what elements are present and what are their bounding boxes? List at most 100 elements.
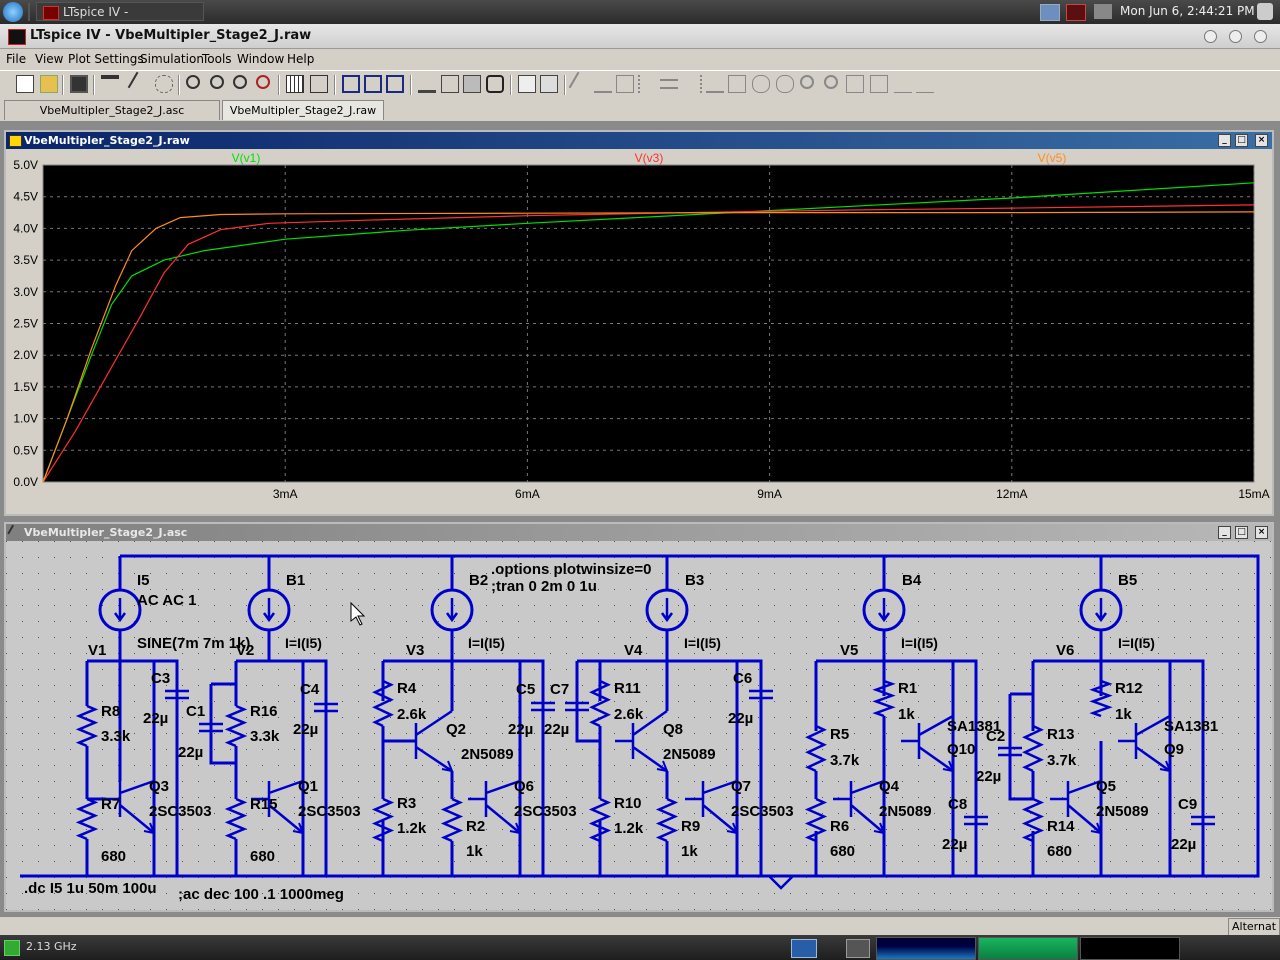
current-source-symbol[interactable]	[98, 588, 142, 632]
ground-symbol[interactable]	[768, 875, 794, 890]
series-legend-label[interactable]: V(v3)	[635, 151, 664, 165]
wire-icon[interactable]	[568, 71, 594, 97]
resistor-symbol[interactable]	[440, 797, 464, 843]
paste-icon[interactable]	[463, 75, 481, 93]
clock[interactable]: Mon Jun 6, 2:44:21 PM	[1120, 4, 1255, 18]
open-icon[interactable]	[40, 75, 58, 93]
copy-icon[interactable]	[441, 75, 459, 93]
waveform-maximize-button[interactable]: □	[1235, 134, 1248, 147]
capacitor-icon[interactable]	[660, 79, 678, 89]
resistor-icon[interactable]	[638, 75, 656, 93]
maximize-button[interactable]	[1229, 30, 1242, 43]
capacitor-symbol[interactable]	[531, 701, 555, 712]
network-icon[interactable]	[1094, 4, 1112, 19]
text-icon[interactable]	[894, 75, 912, 93]
resistor-symbol[interactable]	[588, 797, 612, 843]
tile-horizontal-icon[interactable]	[342, 75, 360, 93]
resistor-symbol[interactable]	[805, 724, 827, 773]
schematic-maximize-button[interactable]: □	[1235, 526, 1248, 539]
schematic-minimize-button[interactable]: _	[1218, 526, 1231, 539]
ltspice-taskbar-icon[interactable]	[791, 939, 817, 958]
capacitor-symbol[interactable]	[565, 701, 589, 712]
redo-icon[interactable]	[824, 75, 838, 89]
resistor-symbol[interactable]	[1021, 797, 1045, 843]
transistor-symbol[interactable]	[833, 779, 886, 835]
resistor-symbol[interactable]	[75, 797, 99, 841]
resistor-symbol[interactable]	[371, 797, 395, 843]
transistor-symbol[interactable]	[1050, 779, 1103, 835]
app-menu-icon[interactable]	[3, 2, 23, 22]
cascade-icon[interactable]	[364, 75, 382, 93]
menu-help[interactable]: Help	[287, 52, 315, 66]
component-icon[interactable]	[728, 75, 746, 93]
current-source-symbol[interactable]	[1079, 588, 1123, 632]
ground-icon[interactable]	[594, 75, 612, 93]
capacitor-symbol[interactable]	[998, 746, 1022, 757]
control-panel-icon[interactable]	[101, 75, 119, 93]
spice-directive-icon[interactable]	[916, 75, 934, 93]
transistor-symbol[interactable]	[901, 714, 955, 773]
capacitor-symbol[interactable]	[199, 722, 223, 733]
taskbar-ltspice-button[interactable]: LTspice IV - VbeMultipl...	[36, 2, 204, 38]
move-icon[interactable]	[752, 75, 770, 93]
zoom-fit-icon[interactable]	[256, 75, 270, 89]
save-icon[interactable]	[70, 75, 88, 93]
window-app-icon[interactable]	[8, 29, 26, 45]
schematic-window-titlebar[interactable]: VbeMultipler_Stage2_J.asc _ □ ×	[6, 524, 1272, 541]
window-titlebar[interactable]: LTspice IV - VbeMultipler_Stage2_J.raw	[0, 24, 1280, 49]
tab-schematic[interactable]: VbeMultipler_Stage2_J.asc	[4, 100, 220, 120]
menu-file[interactable]: File	[6, 52, 27, 66]
menu-simulation[interactable]: Simulation	[140, 52, 204, 66]
power-icon[interactable]	[1257, 3, 1273, 20]
tab-waveform[interactable]: VbeMultipler_Stage2_J.raw	[222, 100, 384, 120]
transistor-symbol[interactable]	[615, 709, 669, 773]
series-legend-label[interactable]: V(v5)	[1038, 151, 1067, 165]
resistor-symbol[interactable]	[655, 797, 679, 843]
menu-window[interactable]: Window	[237, 52, 285, 66]
mail-icon[interactable]	[1040, 4, 1060, 21]
transistor-symbol[interactable]	[398, 709, 454, 773]
drag-icon[interactable]	[776, 75, 794, 93]
menu-view[interactable]: View	[35, 52, 64, 66]
resistor-symbol[interactable]	[872, 679, 896, 718]
new-schematic-icon[interactable]	[16, 75, 34, 93]
inductor-icon[interactable]	[684, 75, 702, 93]
cut-icon[interactable]	[418, 75, 436, 93]
menu-plot-settings[interactable]: Plot Settings	[68, 52, 144, 66]
current-source-symbol[interactable]	[645, 588, 689, 632]
halt-icon[interactable]	[155, 75, 173, 93]
resistor-symbol[interactable]	[224, 704, 248, 748]
tile-vertical-icon[interactable]	[386, 75, 404, 93]
capacitor-symbol[interactable]	[314, 702, 338, 713]
label-net-icon[interactable]	[616, 75, 634, 93]
transistor-symbol[interactable]	[1118, 714, 1172, 773]
resistor-symbol[interactable]	[1022, 724, 1044, 773]
resistor-symbol[interactable]	[589, 679, 611, 728]
menu-tools[interactable]: Tools	[202, 52, 232, 66]
transistor-symbol[interactable]	[685, 779, 739, 835]
cursor-icon[interactable]	[310, 75, 328, 93]
transistor-symbol[interactable]	[468, 779, 522, 835]
zoom-out-icon[interactable]	[233, 75, 247, 89]
series-legend-label[interactable]: V(v1)	[232, 151, 261, 165]
current-source-symbol[interactable]	[862, 588, 906, 632]
mirror-icon[interactable]	[870, 75, 888, 93]
capacitor-symbol[interactable]	[1191, 815, 1215, 826]
waveform-close-button[interactable]: ×	[1255, 134, 1268, 147]
resistor-symbol[interactable]	[372, 679, 394, 728]
capacitor-symbol[interactable]	[165, 689, 189, 700]
rotate-icon[interactable]	[846, 75, 864, 93]
find-icon[interactable]	[486, 75, 504, 93]
zoom-area-icon[interactable]	[186, 75, 200, 89]
current-source-symbol[interactable]	[247, 588, 291, 632]
resistor-symbol[interactable]	[75, 704, 99, 748]
autorange-icon[interactable]	[286, 75, 304, 93]
run-icon[interactable]	[127, 71, 153, 97]
resistor-symbol[interactable]	[1089, 679, 1113, 718]
current-source-symbol[interactable]	[430, 588, 474, 632]
diode-icon[interactable]	[706, 75, 724, 93]
capacitor-symbol[interactable]	[749, 689, 773, 700]
print-icon[interactable]	[540, 75, 558, 93]
zoom-in-icon[interactable]	[210, 75, 224, 89]
